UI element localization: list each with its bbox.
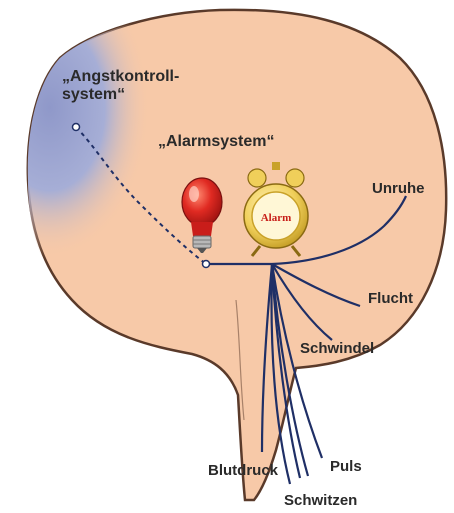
unruhe-label: Unruhe [372,180,425,197]
angst-label: „Angstkontroll- system“ [62,68,179,105]
schwitzen-label: Schwitzen [284,492,357,509]
blutdruck-label: Blutdruck [208,462,278,479]
hub-node [203,261,210,268]
angst-label-line2: system“ [62,86,179,104]
puls-label: Puls [330,458,362,475]
clock-face-text: Alarm [261,212,292,224]
angst-node [73,124,80,131]
flucht-label: Flucht [368,290,413,307]
angst-label-line1: „Angstkontroll- [62,68,179,86]
alarm-label: „Alarmsystem“ [158,133,275,151]
schwindel-label: Schwindel [300,340,374,357]
